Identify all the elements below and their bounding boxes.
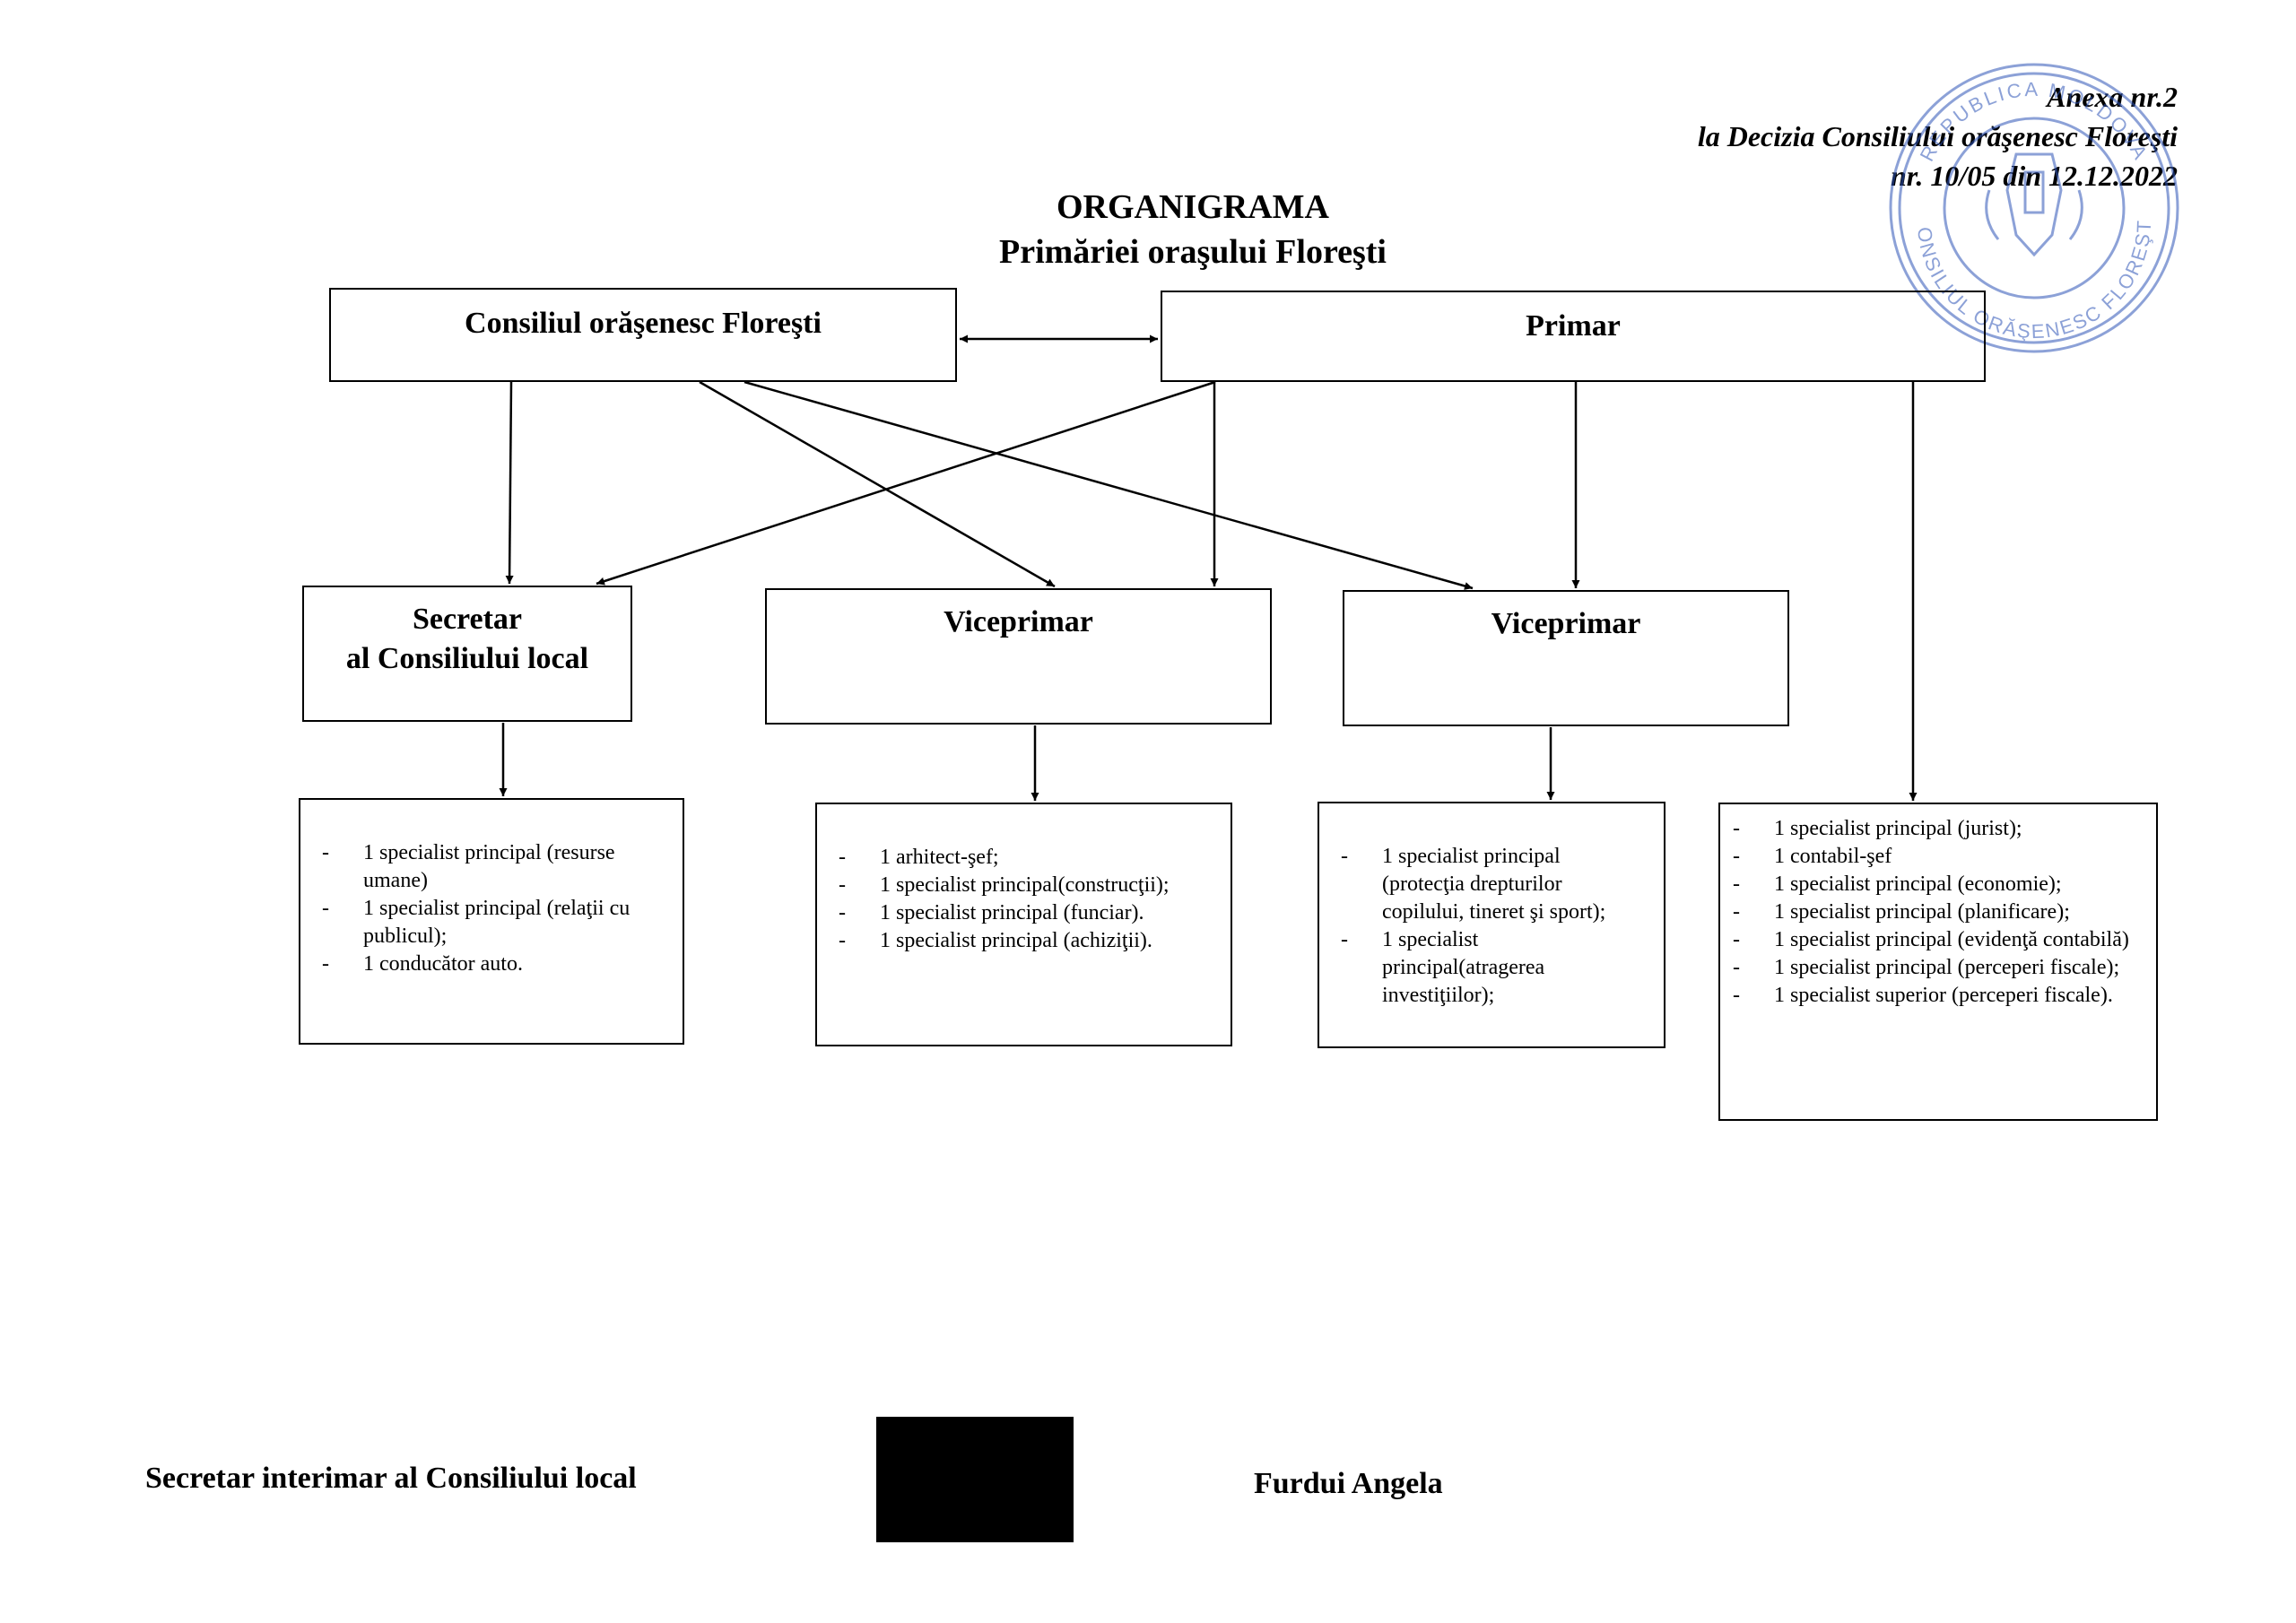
staff-list-vice-mayor-1: 1 arhitect-şef;1 specialist principal(co…	[815, 803, 1232, 1046]
official-stamp: REPUBLICA MOLDOVA CONSILIUL ORĂŞENESC FL…	[1882, 56, 2179, 353]
staff-list-item: 1 specialist principal(atragerea investi…	[1328, 926, 1646, 1010]
link-council-vice-mayor-1	[699, 380, 1056, 588]
node-secretary-label-1: Secretar	[412, 603, 523, 636]
signature-name: Furdui Angela	[1254, 1467, 1443, 1500]
staff-list-item: 1 specialist principal (resurse umane)	[309, 839, 643, 895]
staff-list-vice-mayor-2: 1 specialist principal (protecţia dreptu…	[1318, 802, 1665, 1048]
node-mayor-label: Primar	[1526, 309, 1621, 343]
staff-list-item: 1 specialist principal(construcţii);	[826, 872, 1213, 899]
staff-list-item: 1 arhitect-şef;	[826, 844, 1213, 872]
staff-list-item: 1 specialist superior (perceperi fiscale…	[1720, 982, 2138, 1010]
staff-list-secretary-items: 1 specialist principal (resurse umane)1 …	[309, 839, 643, 978]
annex-decision: la Decizia Consiliului orăşenesc Floreşt…	[1697, 120, 2178, 152]
staff-list-item: 1 specialist principal (achiziţii).	[826, 927, 1213, 955]
node-secretary-label-2: al Consiliului local	[345, 642, 589, 675]
staff-list-vice-mayor-1-items: 1 arhitect-şef;1 specialist principal(co…	[826, 844, 1213, 955]
link-council-vice-mayor-2	[744, 380, 1474, 590]
link-council-secretary	[505, 381, 514, 585]
redacted-signature	[876, 1417, 1074, 1542]
node-council-label: Consiliul orăşenesc Floreşti	[465, 307, 822, 340]
staff-list-item: 1 specialist principal (economie);	[1720, 871, 2138, 898]
title-line-2: Primăriei oraşului Floreşti	[999, 233, 1387, 271]
staff-list-item: 1 specialist principal (relaţii cu publi…	[309, 895, 643, 950]
staff-list-secretary: 1 specialist principal (resurse umane)1 …	[299, 798, 684, 1045]
node-vice-mayor-2-label: Viceprimar	[1491, 607, 1641, 640]
staff-list-item: 1 specialist principal (planificare);	[1720, 898, 2138, 926]
signature-role: Secretar interimar al Consiliului local	[145, 1462, 637, 1495]
staff-list-item: 1 specialist principal (perceperi fiscal…	[1720, 954, 2138, 982]
node-mayor: Primar	[1161, 291, 1986, 382]
staff-list-item: 1 specialist principal (protecţia dreptu…	[1328, 843, 1646, 926]
staff-list-item: 1 contabil-şef	[1720, 843, 2138, 871]
staff-list-item: 1 specialist principal (funciar).	[826, 899, 1213, 927]
annex-header: Anexa nr.2 la Decizia Consiliului orăşen…	[1698, 77, 2178, 195]
link-mayor-secretary	[596, 380, 1216, 586]
staff-list-item: 1 conducător auto.	[309, 950, 643, 978]
annex-decision-number: nr. 10/05 din 12.12.2022	[1890, 160, 2178, 192]
node-secretary: Secretar al Consiliului local	[302, 586, 632, 722]
staff-list-vice-mayor-2-items: 1 specialist principal (protecţia dreptu…	[1328, 843, 1646, 1010]
title-line-1: ORGANIGRAMA	[1057, 188, 1329, 226]
staff-list-mayor-items: 1 specialist principal (jurist);1 contab…	[1720, 815, 2138, 1010]
chart-title: ORGANIGRAMA Primăriei oraşului Floreşti	[897, 185, 1489, 274]
node-vice-mayor-1: Viceprimar	[765, 588, 1272, 725]
node-vice-mayor-2: Viceprimar	[1343, 590, 1789, 726]
node-council: Consiliul orăşenesc Floreşti	[329, 288, 957, 382]
node-vice-mayor-1-label: Viceprimar	[944, 605, 1093, 638]
staff-list-mayor: 1 specialist principal (jurist);1 contab…	[1718, 803, 2158, 1121]
staff-list-item: 1 specialist principal (jurist);	[1720, 815, 2138, 843]
staff-list-item: 1 specialist principal (evidenţă contabi…	[1720, 926, 2138, 954]
